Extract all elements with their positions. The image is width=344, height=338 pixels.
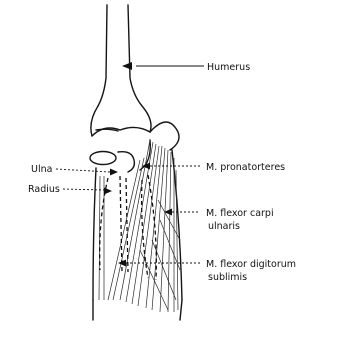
humerus-label-group: Humerus bbox=[122, 62, 250, 73]
ulna-label-group: Ulna bbox=[31, 164, 118, 176]
flexor-carpi-ulnaris-label-group: M. flexor carpi ulnaris bbox=[164, 208, 274, 232]
flexor-digitorum-label-line1: M. flexor digitorum bbox=[206, 259, 296, 270]
ulna-radius-joint bbox=[90, 140, 150, 172]
flexor-digitorum-label-line2: sublimis bbox=[208, 272, 247, 283]
radius-label: Radius bbox=[28, 184, 60, 195]
radius-label-group: Radius bbox=[28, 184, 112, 195]
humerus-label: Humerus bbox=[207, 62, 250, 73]
ulna-label: Ulna bbox=[31, 164, 52, 175]
flexor-carpi-ulnaris-label-line2: ulnaris bbox=[208, 221, 240, 232]
flexor-carpi-ulnaris-label-line1: M. flexor carpi bbox=[206, 208, 274, 219]
flexor-digitorum-sublimis-label-group: M. flexor digitorum sublimis bbox=[118, 259, 296, 283]
humerus-bone bbox=[91, 5, 179, 150]
pronator-teres-label: M. pronatorteres bbox=[206, 162, 285, 173]
